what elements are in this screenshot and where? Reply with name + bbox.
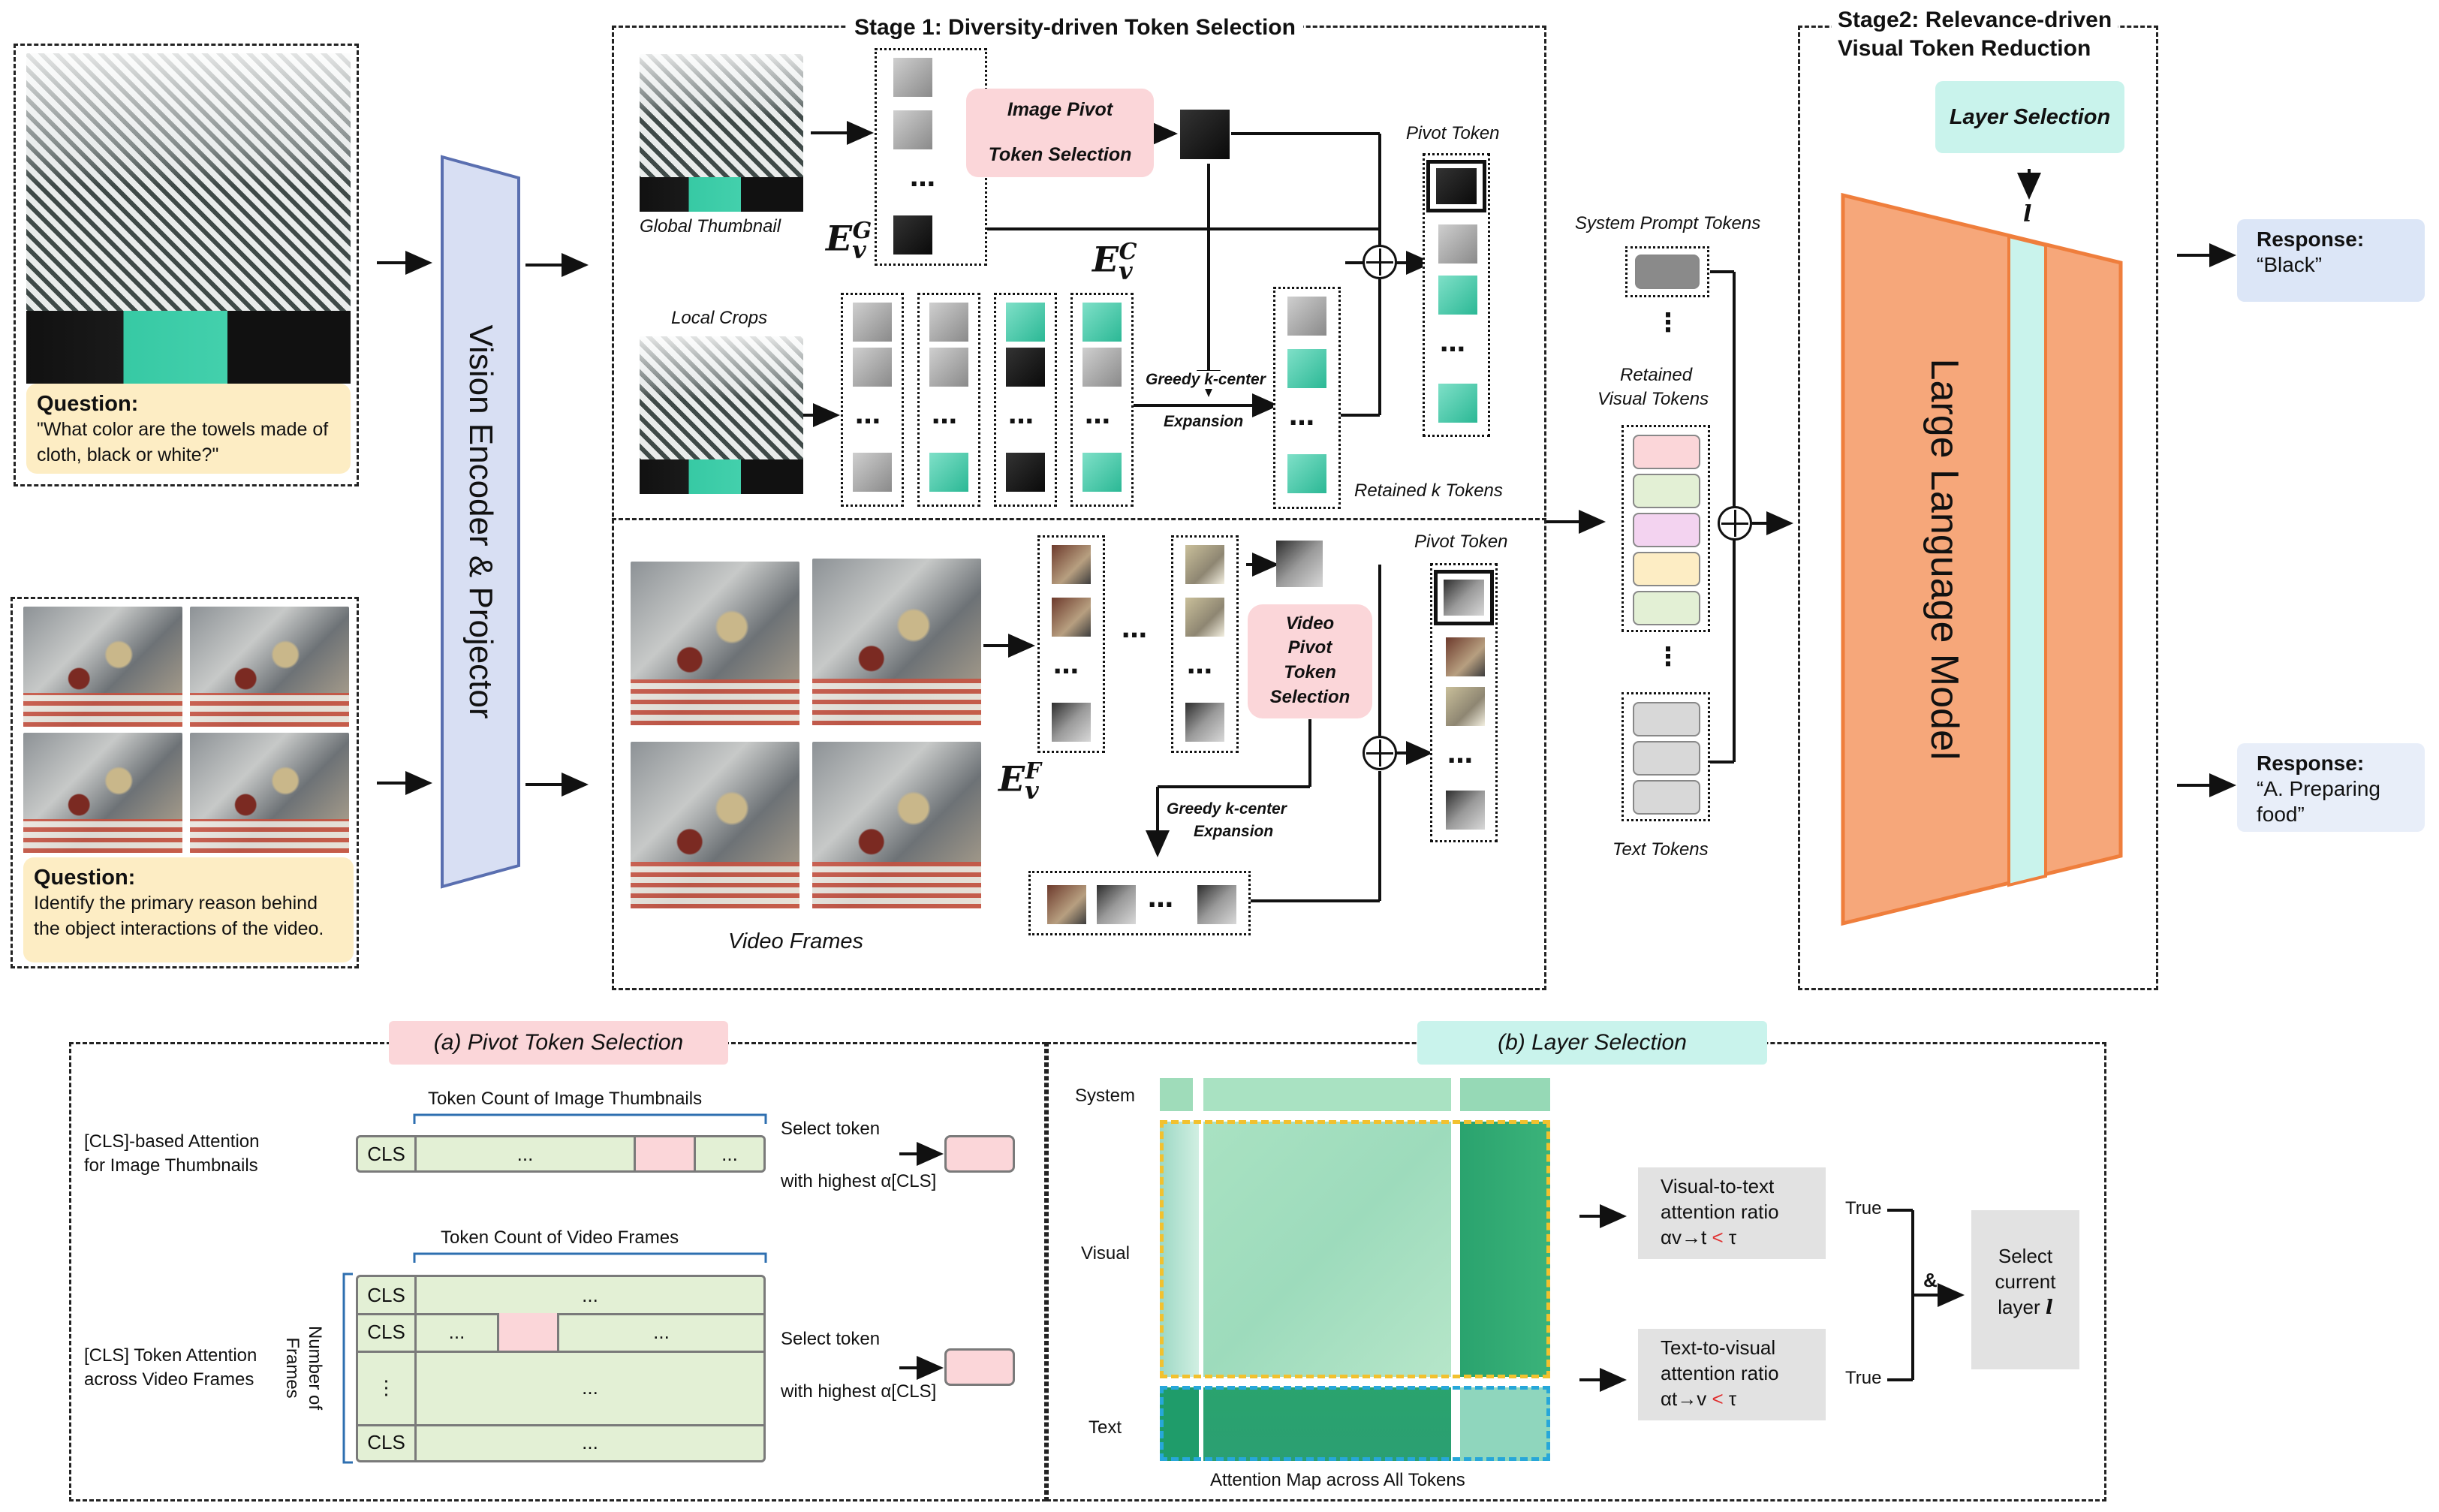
greedy-line1: Greedy k-center [1146, 371, 1266, 389]
video-frame-1 [23, 607, 182, 727]
eg-symbol: EvG [826, 218, 872, 264]
row-label-system: System [1075, 1086, 1136, 1106]
video-greedy-line2: Expansion [1194, 823, 1274, 840]
panel-a-title: (a) Pivot Token Selection [389, 1021, 728, 1065]
stage1-divider [612, 518, 1546, 520]
video-pivot-token [1276, 541, 1323, 587]
response-video: Response:“A. Preparing food” [2237, 743, 2425, 832]
panel-a-select2: Select token [781, 1329, 881, 1349]
video-question-text: Identify the primary reason behind the o… [34, 893, 324, 939]
image-input-panel: Question: "What color are the towels mad… [14, 44, 359, 486]
llm-label: Large Language Model [1923, 358, 1966, 761]
stage1-video-frame-2 [812, 559, 981, 726]
true-label-1: True [1845, 1198, 1882, 1218]
text-tokens [1621, 692, 1710, 821]
crop-token-column-4: … [1070, 293, 1134, 507]
video-question-title: Question: [34, 866, 136, 890]
video-greedy-line1: Greedy k-center [1167, 800, 1287, 818]
local-crops-label: Local Crops [671, 308, 768, 328]
global-thumbnail-image [640, 54, 803, 212]
retained-visual-line1: Retained [1620, 365, 1693, 385]
stage1-video-frame-3 [631, 742, 799, 909]
ef-between-ellipsis: … [1122, 614, 1149, 644]
and-label: & [1923, 1269, 1938, 1291]
video-pivot-selection-box: Video Pivot Token Selection [1248, 604, 1372, 718]
bathroom-image [26, 53, 351, 384]
visual-to-text-ratio-box: Visual-to-text attention ratio αv→t < τ [1638, 1167, 1826, 1259]
concat-plus-middle [1718, 506, 1752, 541]
panel-a-highest2: with highest α[CLS] [781, 1381, 937, 1402]
global-thumbnail-label: Global Thumbnail [640, 216, 781, 236]
row-label-visual: Visual [1081, 1243, 1130, 1264]
text-tokens-label: Text Tokens [1612, 839, 1709, 860]
encoder-label: Vision Encoder & Projector [462, 324, 499, 719]
crop-token-column-3: … [994, 293, 1057, 507]
video-retained-row: … [1028, 871, 1251, 935]
panel-a-brace2-label: Token Count of Video Frames [441, 1227, 679, 1248]
stage1-video-frame-1 [631, 562, 799, 726]
image-question-text: "What color are the towels made of cloth… [37, 419, 329, 465]
stage1-title: Stage 1: Diversity-driven Token Selectio… [847, 15, 1303, 41]
image-question-box: Question: "What color are the towels mad… [26, 384, 351, 474]
pivot-token-label-video: Pivot Token [1414, 532, 1508, 552]
selected-token-video [944, 1348, 1015, 1386]
video-input-panel: Question: Identify the primary reason be… [11, 597, 359, 968]
ef-token-column-2: … [1171, 535, 1239, 753]
retained-k-label: Retained k Tokens [1354, 480, 1503, 501]
image-pivot-selection-box: Image Pivot Token Selection [966, 89, 1154, 177]
image-question-title: Question: [37, 392, 139, 416]
video-frame-2 [190, 607, 349, 727]
video-frame-4 [190, 733, 349, 853]
panel-b-title: (b) Layer Selection [1417, 1021, 1767, 1065]
pivot-token-label-image: Pivot Token [1406, 123, 1500, 143]
system-vdots: ⋮ [1655, 308, 1682, 338]
panel-a-select1: Select token [781, 1119, 881, 1139]
text-to-visual-ratio-box: Text-to-visual attention ratio αt→v < τ [1638, 1329, 1826, 1420]
video-question-box: Question: Identify the primary reason be… [23, 857, 354, 962]
pivot-token-column-image: … [1423, 153, 1490, 437]
ef-token-column: … [1037, 535, 1105, 753]
retained-k-column: … [1273, 287, 1341, 509]
video-cls-table: CLS ... CLS ... ... ⋮ ... CLS ... [356, 1275, 766, 1462]
visual-vdots: ⋮ [1655, 642, 1682, 672]
video-frames-label: Video Frames [728, 929, 863, 953]
ef-symbol: EvF [998, 758, 1041, 805]
ec-symbol: EvC [1092, 239, 1137, 285]
concat-plus-image [1363, 245, 1397, 279]
llm-shape [1841, 192, 2123, 926]
system-prompt-tokens [1625, 246, 1709, 297]
crop-token-column-2: … [917, 293, 980, 507]
crop-token-column-1: … [841, 293, 904, 507]
pivot-token-column-video: … [1430, 563, 1498, 842]
selected-token-image [944, 1135, 1015, 1173]
row-label-text: Text [1089, 1417, 1122, 1438]
encoder-shape [441, 155, 520, 889]
image-pivot-token [1180, 110, 1230, 159]
layer-l-symbol: l [2023, 201, 2032, 227]
layer-selection-box: Layer Selection [1935, 81, 2124, 153]
local-crops-image [640, 336, 803, 494]
retained-visual-tokens [1621, 425, 1710, 632]
video-frame-3 [23, 733, 182, 853]
panel-a-brace1-label: Token Count of Image Thumbnails [428, 1089, 703, 1109]
image-cls-row: CLS ... ... [356, 1135, 766, 1173]
stage1-video-frame-4 [812, 742, 981, 909]
attention-map [1160, 1078, 1550, 1468]
system-prompt-label: System Prompt Tokens [1575, 213, 1761, 233]
response-image: Response:“Black” [2237, 219, 2425, 302]
concat-plus-video [1363, 736, 1397, 770]
attention-map-caption: Attention Map across All Tokens [1210, 1470, 1465, 1490]
true-label-2: True [1845, 1368, 1882, 1388]
retained-visual-line2: Visual Tokens [1597, 389, 1709, 409]
greedy-line2: Expansion [1164, 413, 1244, 430]
panel-a-highest1: with highest α[CLS] [781, 1171, 937, 1191]
select-layer-box: Select current layer l [1971, 1210, 2079, 1369]
